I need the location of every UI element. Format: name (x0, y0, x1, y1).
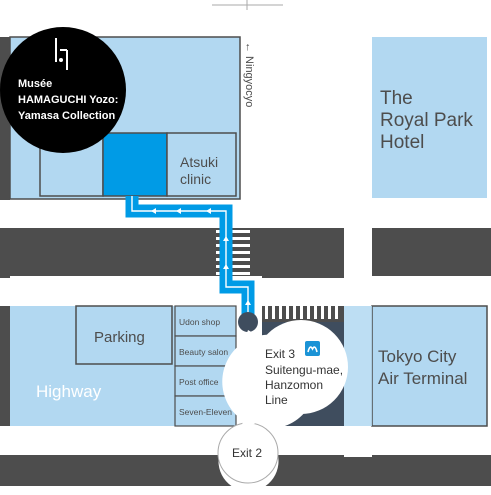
walking-route (125, 196, 255, 318)
ningyocho-label: ← Ningyocyo (243, 42, 255, 107)
beauty-label: Beauty salon (179, 347, 228, 357)
exit3-marker[interactable] (238, 312, 258, 332)
seven-label: Seven-Eleven (179, 407, 232, 417)
building-tokyo-city-air-terminal (371, 305, 488, 427)
musee-title-3: Yamasa Collection (18, 110, 115, 122)
museum-logo-icon (55, 38, 68, 70)
sidewalk-left-strip (240, 37, 262, 227)
frame-top-mark (212, 0, 283, 10)
building-parking (75, 305, 173, 365)
shop-seven-eleven (174, 395, 237, 427)
exit2-label: Exit 2 (232, 446, 262, 460)
udon-label: Udon shop (179, 317, 220, 327)
atsuki-label-1: Atsuki (180, 154, 218, 170)
royal-park-label-1: The (380, 88, 413, 109)
exit3-line2: Suitengu-mae, (265, 363, 343, 377)
musee-title-1: Musée (18, 78, 52, 90)
tcat-zone (344, 306, 372, 426)
highway-label: Highway (36, 382, 102, 401)
atsuki-label-2: clinic (180, 171, 211, 187)
building-royal-park-hotel (372, 37, 487, 198)
exit3-line3: Hanzomon (265, 378, 323, 392)
sidewalk-h1 (0, 200, 491, 228)
crosswalk-top (265, 183, 338, 213)
exit2-callout[interactable]: Exit 2 (217, 416, 279, 492)
musee-title-2: HAMAGUCHI Yozo: (18, 94, 118, 106)
route-arrows (151, 208, 251, 305)
tcat-label-1: Tokyo City (378, 347, 457, 366)
crosswalk-bottom (265, 293, 338, 319)
exit3-line4: Line (265, 393, 288, 407)
building-atsuki-clinic (166, 132, 237, 197)
musee-callout[interactable]: Musée HAMAGUCHI Yozo: Yamasa Collection (0, 27, 126, 153)
building-musee (102, 132, 168, 197)
tcat-label-2: Air Terminal (378, 369, 467, 388)
crosswalk-left (216, 230, 250, 275)
royal-park-label-3: Hotel (380, 132, 424, 153)
post-label: Post office (179, 377, 219, 387)
exit3-callout[interactable]: Exit 3 Suitengu-mae, Hanzomon Line (222, 320, 348, 429)
exit3-title: Exit 3 (265, 347, 295, 361)
royal-park-label-2: Royal Park (380, 110, 473, 131)
parking-label: Parking (94, 329, 145, 346)
